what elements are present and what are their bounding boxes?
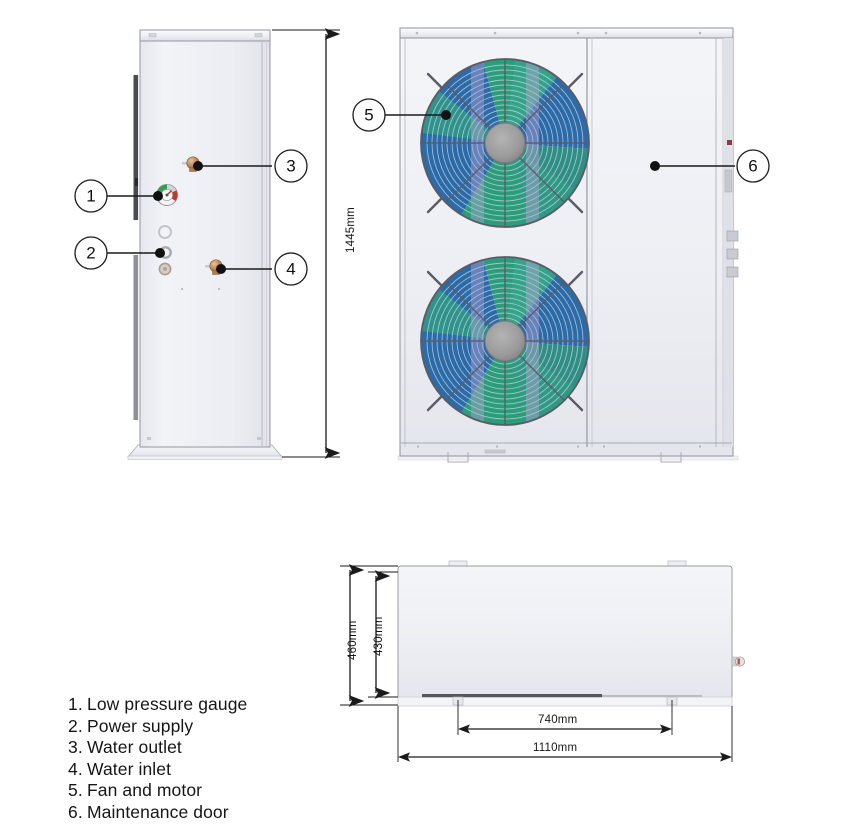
- callout-bubble-4[interactable]: 4: [274, 252, 308, 286]
- side-view-vent-notch: [135, 178, 138, 186]
- top-screw-4: [604, 31, 608, 35]
- callout-dot-3: [193, 161, 203, 171]
- legend-item-6-number: 6.: [68, 801, 83, 822]
- front-view-drawing: 5 6: [352, 27, 770, 463]
- callout-dot-1: [153, 191, 163, 201]
- low-pressure-gauge: [156, 184, 178, 206]
- side-view-top-cap: [139, 29, 271, 42]
- front-view-drain-tab: [484, 449, 506, 454]
- callout-dot-4: [216, 264, 226, 274]
- top-view-front-bar: [422, 694, 602, 698]
- top-cap-screw-right: [254, 33, 263, 38]
- front-view-floor-line: [397, 455, 739, 461]
- leader-lines-front-view: [384, 110, 735, 171]
- callout-bubble-6-label: 6: [748, 157, 757, 176]
- callout-dot-2: [155, 248, 165, 258]
- side-view-vent-strip-lower: [133, 255, 139, 420]
- side-view-cabinet: [139, 29, 271, 448]
- bottom-screw-1: [416, 445, 420, 448]
- front-view-foot-left: [447, 452, 469, 463]
- side-connector-red: [727, 140, 732, 145]
- side-view-detail-dot-b: [217, 287, 221, 291]
- top-screw-5: [698, 31, 702, 35]
- legend: 1. Low pressure gauge 2. Power supply 3.…: [68, 694, 368, 823]
- bottom-screw-3: [576, 445, 580, 448]
- top-view-front-lip: [397, 696, 733, 707]
- callout-bubble-2[interactable]: 2: [74, 236, 108, 270]
- dimension-height: [272, 28, 341, 459]
- legend-item-5-label: Fan and motor: [87, 780, 203, 800]
- callout-dot-6: [650, 161, 660, 171]
- callout-bubble-6[interactable]: 6: [736, 149, 770, 183]
- callout-bubble-5[interactable]: 5: [352, 98, 386, 132]
- leader-lines-side-view: [107, 161, 272, 274]
- side-view-bottom-screw-left: [147, 437, 151, 440]
- legend-item-6-label: Maintenance door: [87, 801, 229, 822]
- legend-item-6: 6. Maintenance door: [68, 802, 368, 824]
- top-screw-3: [576, 31, 580, 35]
- callout-dot-5: [441, 110, 451, 120]
- dimension-width: [398, 752, 732, 762]
- top-screw-2: [493, 31, 497, 35]
- dimension-label-width: 1110mm: [533, 742, 578, 754]
- callout-bubble-1[interactable]: 1: [74, 179, 108, 213]
- legend-item-1-number: 1.: [68, 694, 83, 714]
- side-terminal-blocks: [726, 230, 739, 278]
- front-view-side-edge: [724, 38, 733, 447]
- dimension-label-foot-spacing: 740mm: [538, 714, 578, 726]
- legend-item-5-number: 5.: [68, 780, 83, 800]
- side-connector-block-a: [724, 169, 733, 193]
- bottom-screw-5: [698, 445, 702, 448]
- top-cap-screw-left: [148, 33, 157, 38]
- dimension-label-depth-inner: 430mm: [373, 616, 385, 656]
- bottom-screw-4: [602, 445, 606, 448]
- fan-and-motor-upper: [420, 58, 590, 228]
- top-view-side-fitting: [731, 656, 746, 667]
- callout-bubble-1-label: 1: [86, 187, 95, 206]
- callout-bubble-3-label: 3: [286, 157, 295, 176]
- legend-item-2-number: 2.: [68, 715, 83, 736]
- dimension-label-height: 1445mm: [345, 207, 357, 253]
- legend-item-5: 5. Fan and motor: [68, 780, 368, 802]
- top-screw-1: [415, 31, 419, 35]
- top-view-front-bar-light: [602, 695, 702, 697]
- legend-item-4-number: 4.: [68, 758, 83, 779]
- front-view-foot-right: [660, 452, 682, 463]
- legend-item-2-label: Power supply: [87, 715, 194, 736]
- front-view-top-cap: [399, 27, 734, 39]
- dimension-label-depth-outer: 460mm: [347, 620, 359, 660]
- legend-item-4-label: Water inlet: [87, 758, 172, 779]
- legend-item-3: 3. Water outlet: [68, 737, 368, 759]
- callout-bubble-4-label: 4: [286, 260, 295, 279]
- side-view-vent-strip-upper: [133, 75, 139, 220]
- callout-bubble-5-label: 5: [364, 106, 373, 125]
- legend-item-2: 2. Power supply: [68, 716, 368, 738]
- legend-item-1: 1. Low pressure gauge: [68, 694, 368, 716]
- dimension-depth-outer: [340, 564, 398, 707]
- top-view-drawing: [340, 560, 746, 762]
- side-view-base-edge: [127, 455, 283, 460]
- power-supply-knockout-center: [162, 266, 168, 272]
- dimension-foot-spacing: [458, 724, 672, 734]
- callout-bubble-3[interactable]: 3: [274, 149, 308, 183]
- side-view-bottom-screw-right: [257, 437, 261, 440]
- legend-item-3-label: Water outlet: [87, 737, 182, 757]
- side-view-detail-dot-a: [180, 287, 184, 291]
- legend-item-1-label: Low pressure gauge: [87, 694, 248, 714]
- side-view-drawing: 1 2 3 4: [74, 29, 308, 460]
- callout-bubble-2-label: 2: [86, 244, 95, 263]
- legend-item-3-number: 3.: [68, 737, 83, 757]
- dimension-depth-inner: [368, 570, 398, 699]
- fan-and-motor-lower: [420, 256, 590, 426]
- top-view-body: [397, 565, 733, 700]
- legend-item-4: 4. Water inlet: [68, 759, 368, 781]
- power-supply-knockout-top: [158, 225, 172, 239]
- bottom-screw-2: [495, 445, 499, 448]
